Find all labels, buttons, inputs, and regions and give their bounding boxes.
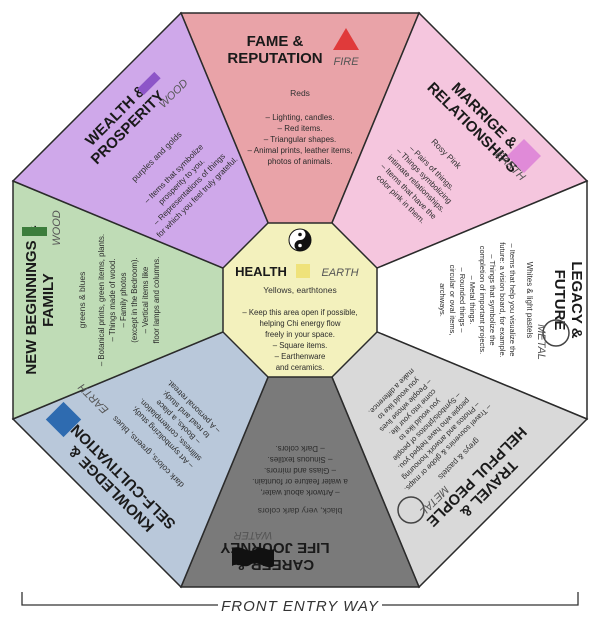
beginnings-item: (except in the Bedroom).: [130, 257, 139, 342]
legacy-title-2: FUTURE: [551, 270, 568, 331]
beginnings-colors: greens & blues: [77, 272, 87, 329]
health-item: and ceramics.: [276, 363, 325, 372]
career-colors: black, very dark colors: [258, 506, 343, 516]
legacy-item: – Items that help you visualize the: [508, 244, 517, 357]
beginnings-title-2: FAMILY: [40, 273, 57, 327]
career-item: – Sinuous textiles.: [268, 455, 333, 464]
legacy-item: circular or oval items,: [448, 265, 457, 336]
career-block: CAREER & LIFE JOURNEY black, very dark c…: [220, 444, 347, 573]
legacy-item: – Metal things.: [468, 276, 477, 325]
fame-colors: Reds: [290, 88, 310, 98]
fame-block: FAME & REPUTATION FIRE Reds – Lighting, …: [227, 28, 359, 166]
legacy-item: completion of important projects.: [478, 246, 487, 354]
health-item: – Square items.: [273, 341, 328, 350]
fire-triangle-icon: [333, 28, 359, 50]
front-entry-label: FRONT ENTRY WAY: [221, 598, 379, 615]
health-block: HEALTH EARTH Yellows, earthtones – Keep …: [235, 228, 359, 372]
career-item: – Dark colors.: [275, 444, 324, 453]
beginnings-item: – Vertical items like: [141, 267, 150, 334]
legacy-item: – Rounded things –: [458, 267, 467, 333]
fame-item: – Red items.: [278, 124, 323, 133]
wood-bar-icon: [137, 71, 161, 96]
metal-circle-icon: [397, 496, 425, 524]
career-element: WATER: [234, 529, 273, 541]
career-item: – Artwork about water,: [260, 488, 339, 497]
health-item: helping Chi energy flow: [259, 319, 340, 328]
legacy-item: archways.: [438, 283, 447, 317]
beginnings-item: – Things made of wood.: [108, 258, 117, 341]
health-colors: Yellows, earthtones: [263, 285, 336, 295]
fame-title-2: REPUTATION: [227, 50, 322, 67]
fame-title-1: FAME &: [247, 33, 304, 50]
career-item: a water feature or fountain.: [252, 477, 348, 486]
earth-square-icon: [296, 264, 310, 278]
career-item: – Glass and mirrors.: [264, 466, 336, 475]
fame-item: – Lighting, candles.: [266, 113, 335, 122]
health-item: – Keep this area open if possible,: [242, 308, 357, 317]
front-entry-bracket: FRONT ENTRY WAY: [21, 592, 579, 615]
beginnings-item: – Botanical prints, green items, plants.: [97, 234, 106, 366]
wood-bar-icon: [22, 227, 47, 236]
fame-element: FIRE: [333, 56, 359, 68]
beginnings-item: floor lamps and columns.: [152, 257, 161, 344]
health-element: EARTH: [321, 267, 358, 279]
yin-yang-dot: [298, 232, 302, 237]
water-wave-icon: [232, 547, 274, 568]
legacy-item: future: a vision board, for example.: [498, 242, 507, 357]
beginnings-block: NEW BEGINNINGS & FAMILY greens & blues –…: [23, 225, 161, 374]
health-item: freely in your space.: [265, 330, 335, 339]
metal-circle-icon: [542, 319, 570, 347]
fame-item: photos of animals.: [268, 157, 333, 166]
health-item: – Earthenware: [275, 352, 326, 361]
sector-health: [222, 222, 378, 378]
yin-yang-dot: [298, 243, 302, 248]
fame-item: – Animal prints, leather items,: [248, 146, 353, 155]
earth-square-icon: [507, 139, 541, 173]
fame-item: – Triangular shapes.: [264, 135, 337, 144]
legacy-element: METAL: [535, 324, 547, 360]
sector-wealth: [11, 11, 302, 302]
legacy-item: – Things that symbolize the: [488, 254, 497, 345]
health-title: HEALTH: [235, 264, 287, 279]
legacy-title-1: LEGACY &: [568, 261, 585, 338]
beginnings-title-1: NEW BEGINNINGS &: [23, 225, 40, 374]
legacy-colors: Whites & light pastels: [525, 262, 534, 338]
beginnings-element: WOOD: [51, 210, 63, 245]
beginnings-item: – Family photos: [119, 272, 128, 327]
legacy-block: LEGACY & FUTURE Whites & light pastels –…: [438, 242, 585, 357]
